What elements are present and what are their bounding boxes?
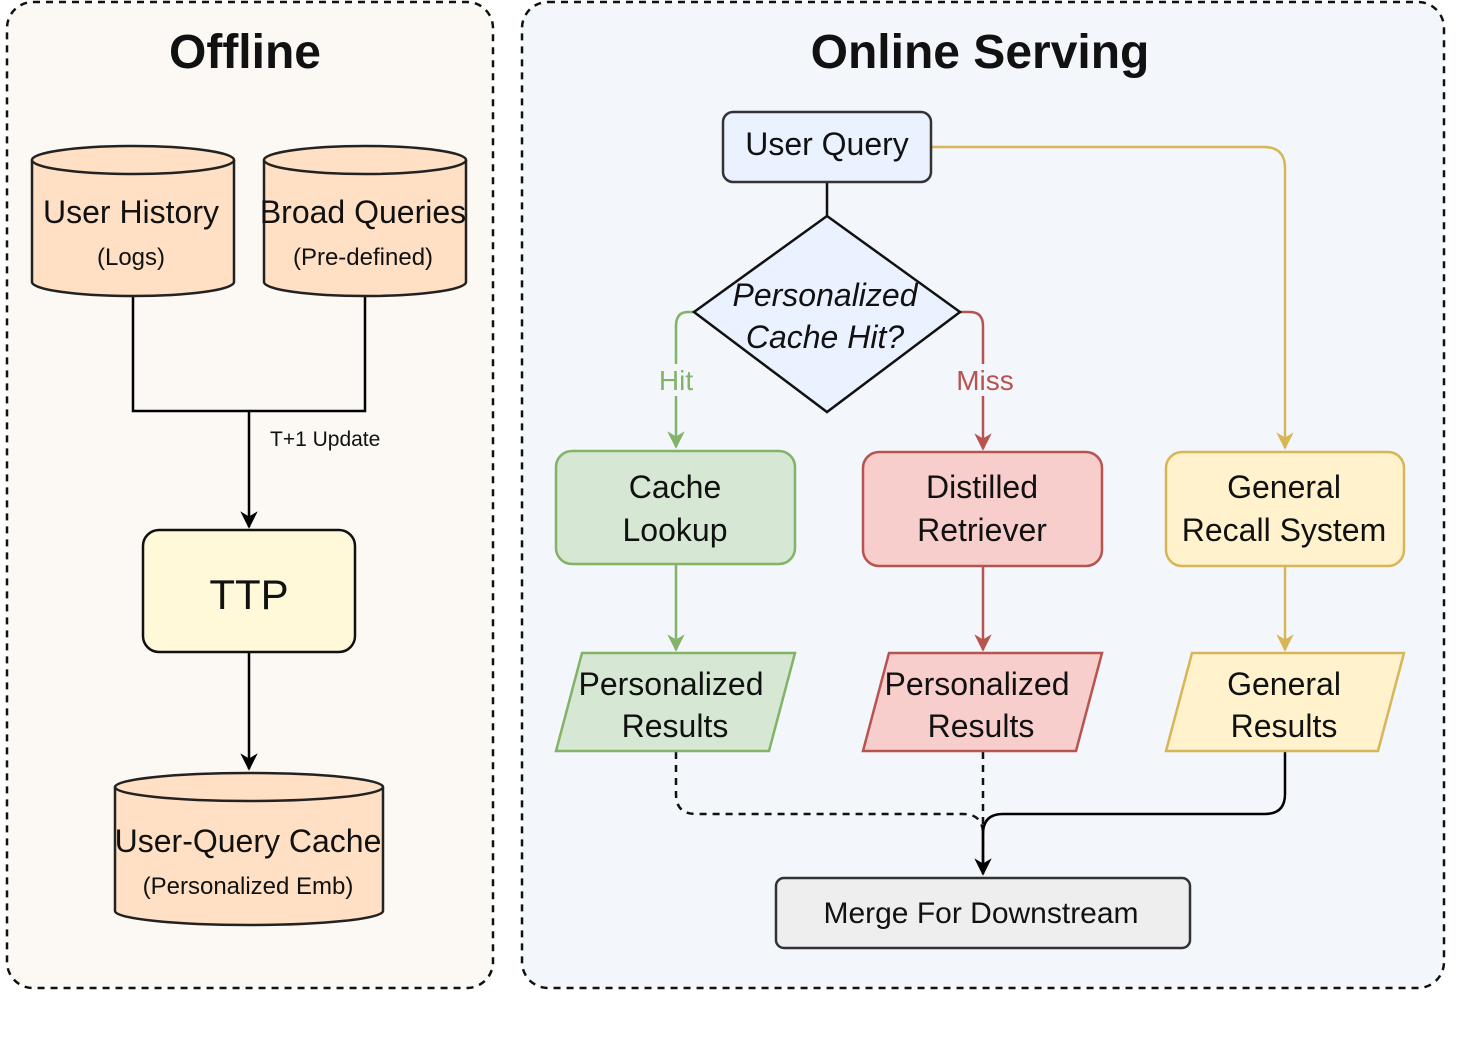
- ttp-node: TTP: [141, 528, 357, 654]
- decision-line1: Personalized: [733, 277, 919, 313]
- distilled-retriever-node: Distilled Retriever: [861, 450, 1104, 568]
- broad-queries-sub: (Pre-defined): [293, 244, 433, 271]
- miss-label: Miss: [956, 365, 1014, 396]
- general-recall-node: General Recall System: [1164, 450, 1406, 568]
- general-recall-line2: Recall System: [1182, 512, 1387, 548]
- broad-queries-label: Broad Queries: [260, 194, 466, 230]
- merge-label: Merge For Downstream: [823, 897, 1138, 930]
- user-query-node: User Query: [721, 110, 933, 184]
- merge-node: Merge For Downstream: [774, 876, 1192, 950]
- presults1-line2: Results: [622, 708, 729, 744]
- cache-lookup-node: Cache Lookup: [554, 449, 797, 566]
- personalized-results-cache: Personalized Results: [554, 651, 797, 753]
- cache-db-label: User-Query Cache: [115, 823, 382, 859]
- update-label: T+1 Update: [270, 428, 380, 451]
- edge-query-to-general: [932, 145, 1294, 450]
- edge-miss: [960, 310, 992, 451]
- user-query-label: User Query: [745, 126, 909, 162]
- decision-line2: Cache Hit?: [746, 319, 905, 355]
- edge-general-to-merge: [974, 752, 1287, 876]
- user-history-label: User History: [43, 194, 219, 230]
- presults1-line1: Personalized: [579, 666, 764, 702]
- edge-history-to-ttp: [131, 294, 249, 413]
- hit-label: Hit: [659, 365, 693, 396]
- presults2-line2: Results: [928, 708, 1035, 744]
- user-query-cache-db: User-Query Cache (Personalized Emb): [113, 771, 385, 927]
- offline-title: Offline: [169, 26, 321, 79]
- presults2-line1: Personalized: [885, 666, 1070, 702]
- general-results: General Results: [1164, 651, 1406, 753]
- user-history-db: User History (Logs): [30, 144, 236, 298]
- cache-lookup-line2: Lookup: [623, 512, 728, 548]
- cache-lookup-line1: Cache: [629, 469, 722, 505]
- gresults-line2: Results: [1231, 708, 1338, 744]
- online-title: Online Serving: [811, 26, 1150, 79]
- user-history-sub: (Logs): [97, 244, 165, 271]
- broad-queries-db: Broad Queries (Pre-defined): [260, 144, 468, 298]
- distilled-line1: Distilled: [926, 469, 1038, 505]
- edge-hit: [667, 310, 694, 449]
- distilled-line2: Retriever: [917, 512, 1047, 548]
- cache-db-sub: (Personalized Emb): [143, 873, 354, 900]
- personalized-results-distilled: Personalized Results: [861, 651, 1104, 753]
- cache-hit-decision: Personalized Cache Hit?: [691, 214, 963, 414]
- ttp-label: TTP: [209, 571, 288, 618]
- gresults-line1: General: [1227, 666, 1341, 702]
- edge-queries-to-ttp: [249, 294, 367, 413]
- edge-results1-to-merge: [674, 752, 985, 872]
- general-recall-line1: General: [1227, 469, 1341, 505]
